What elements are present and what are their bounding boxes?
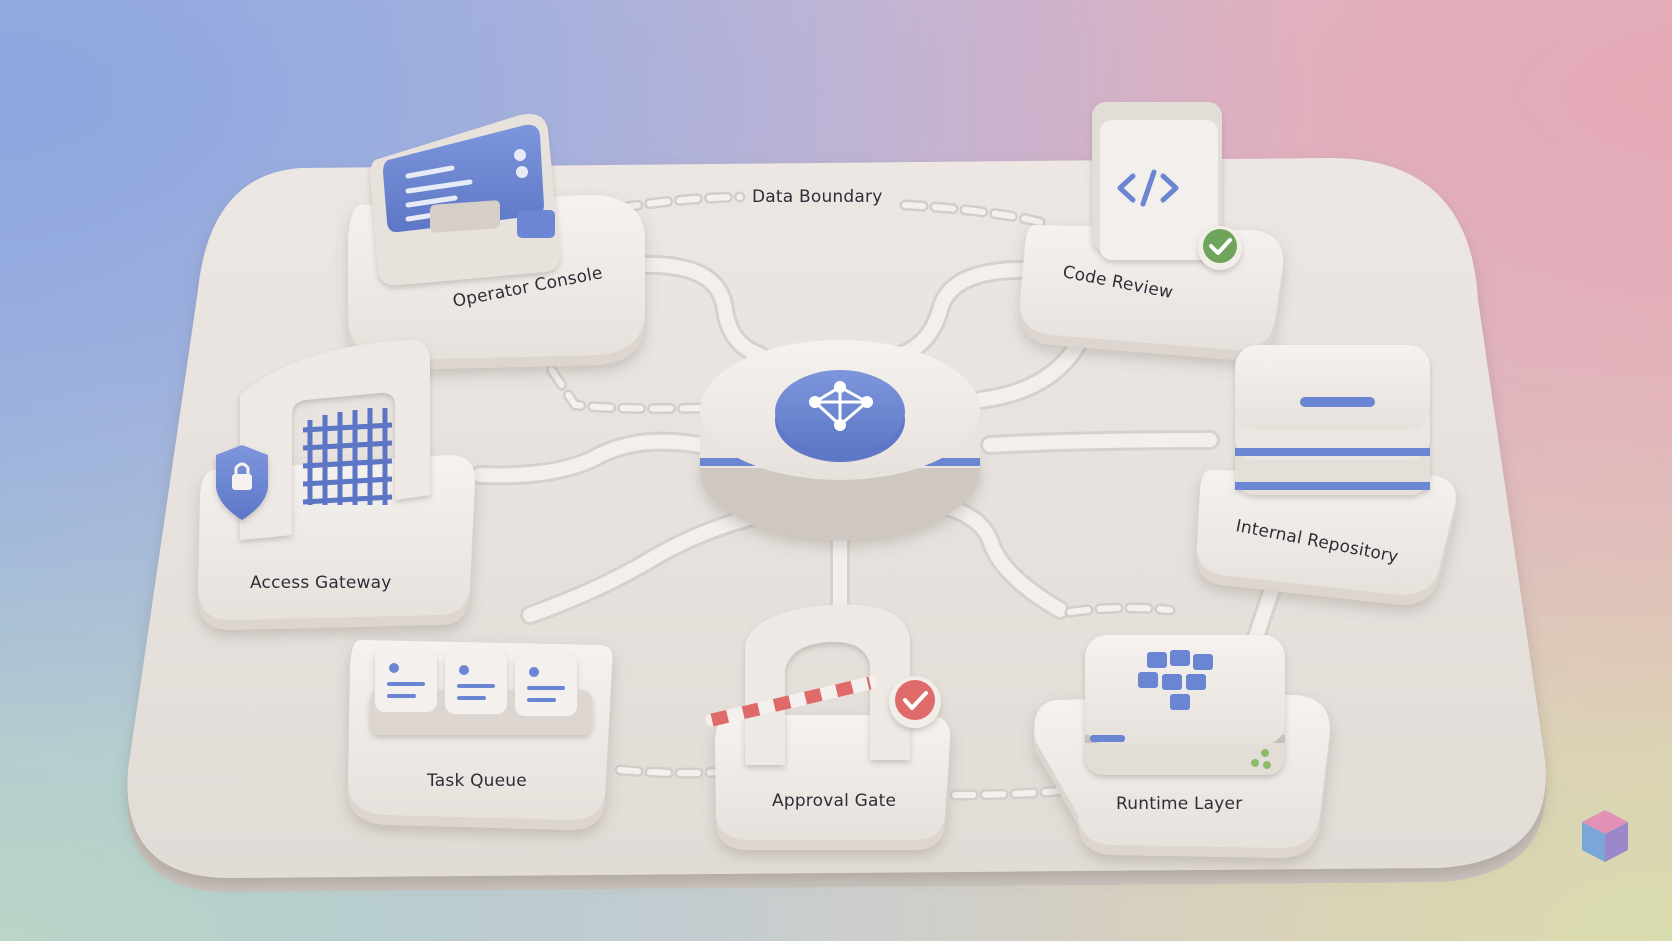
task-queue-label: Task Queue xyxy=(427,771,527,791)
data-boundary-label: Data Boundary xyxy=(752,187,883,207)
barrier-arm xyxy=(705,676,877,727)
logo-cube-icon xyxy=(1582,810,1628,862)
task-card xyxy=(515,654,577,716)
code-brackets-icon xyxy=(1092,102,1222,260)
task-cards-icon xyxy=(370,650,592,735)
barrier-arch-icon xyxy=(705,604,910,765)
task-card xyxy=(445,652,507,714)
central-hub xyxy=(700,340,980,540)
portcullis-gate-icon xyxy=(240,340,430,540)
network-graph-icon xyxy=(775,370,905,462)
check-icon xyxy=(1198,226,1242,270)
check-icon xyxy=(889,676,941,728)
runtime-layer-label: Runtime Layer xyxy=(1116,794,1243,814)
connectors xyxy=(470,254,1290,650)
node-internal-repository xyxy=(1196,470,1456,605)
console-screen-icon xyxy=(370,114,560,286)
task-card xyxy=(375,650,437,712)
grid-blocks-icon xyxy=(1085,635,1285,775)
approval-gate-label: Approval Gate xyxy=(772,791,897,811)
access-gateway-label: Access Gateway xyxy=(250,573,392,593)
server-stack-icon xyxy=(1235,345,1430,495)
padlock-shield-icon xyxy=(216,445,268,520)
